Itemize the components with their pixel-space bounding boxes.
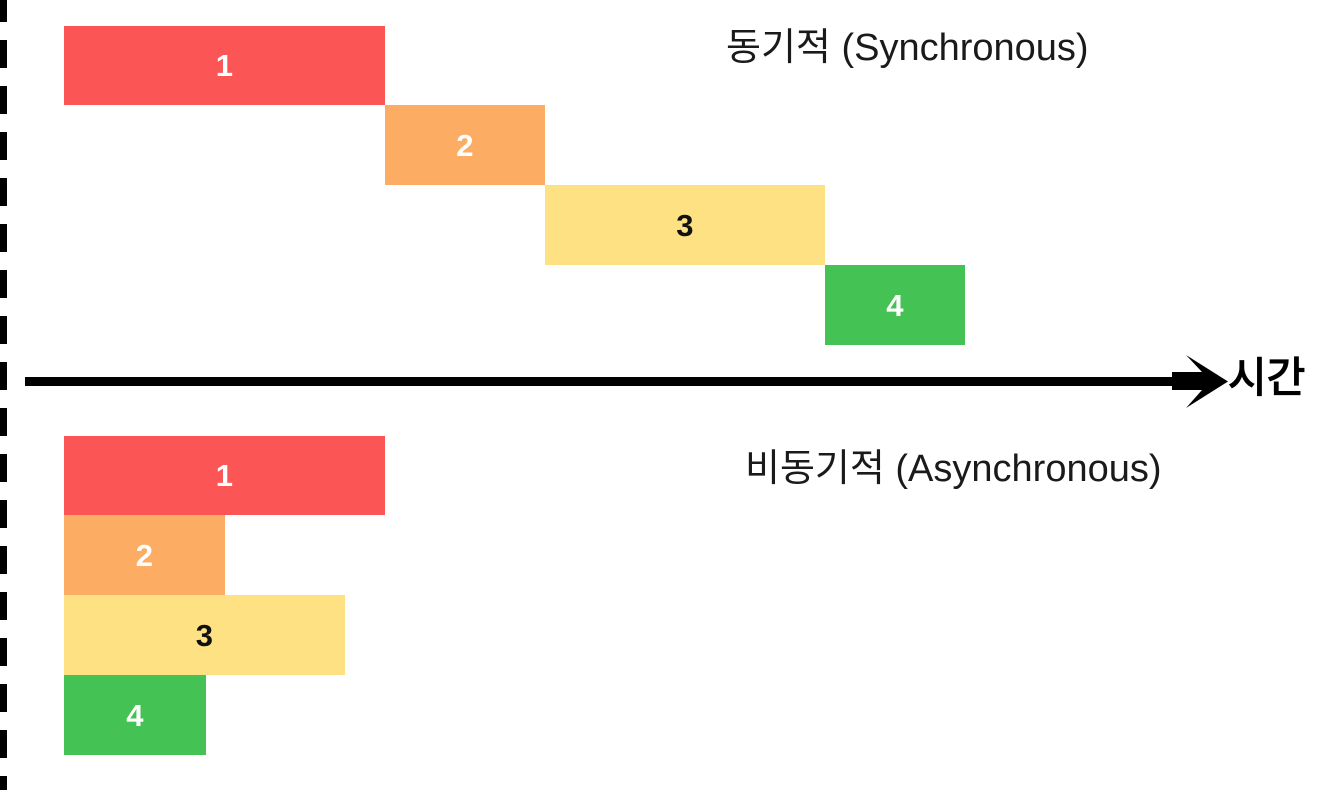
task-bar-label: 1	[215, 48, 234, 83]
task-bar[interactable]: 1	[64, 436, 385, 515]
task-bar-label: 3	[195, 617, 214, 653]
async-caption: 비동기적 (Asynchronous)	[745, 448, 1162, 490]
arrow-right-icon	[1172, 355, 1228, 408]
task-bar-label: 3	[676, 207, 694, 243]
task-bar[interactable]: 4	[64, 675, 206, 755]
task-bar-label: 2	[135, 537, 154, 573]
task-bar[interactable]: 4	[825, 265, 965, 345]
task-bar-label: 4	[126, 697, 144, 733]
task-bar[interactable]: 1	[64, 26, 385, 105]
time-axis-line	[25, 377, 1210, 386]
left-dashed-border	[0, 0, 7, 790]
time-axis-label: 시간	[1228, 354, 1306, 401]
task-bar-label: 2	[456, 127, 474, 163]
task-bar[interactable]: 3	[64, 595, 345, 675]
sync-caption: 동기적 (Synchronous)	[726, 27, 1089, 69]
task-bar[interactable]: 2	[64, 515, 225, 595]
task-bar[interactable]: 3	[545, 185, 825, 265]
task-bar-label: 1	[215, 458, 234, 493]
task-bar-label: 4	[886, 287, 904, 323]
task-bar[interactable]: 2	[385, 105, 545, 185]
